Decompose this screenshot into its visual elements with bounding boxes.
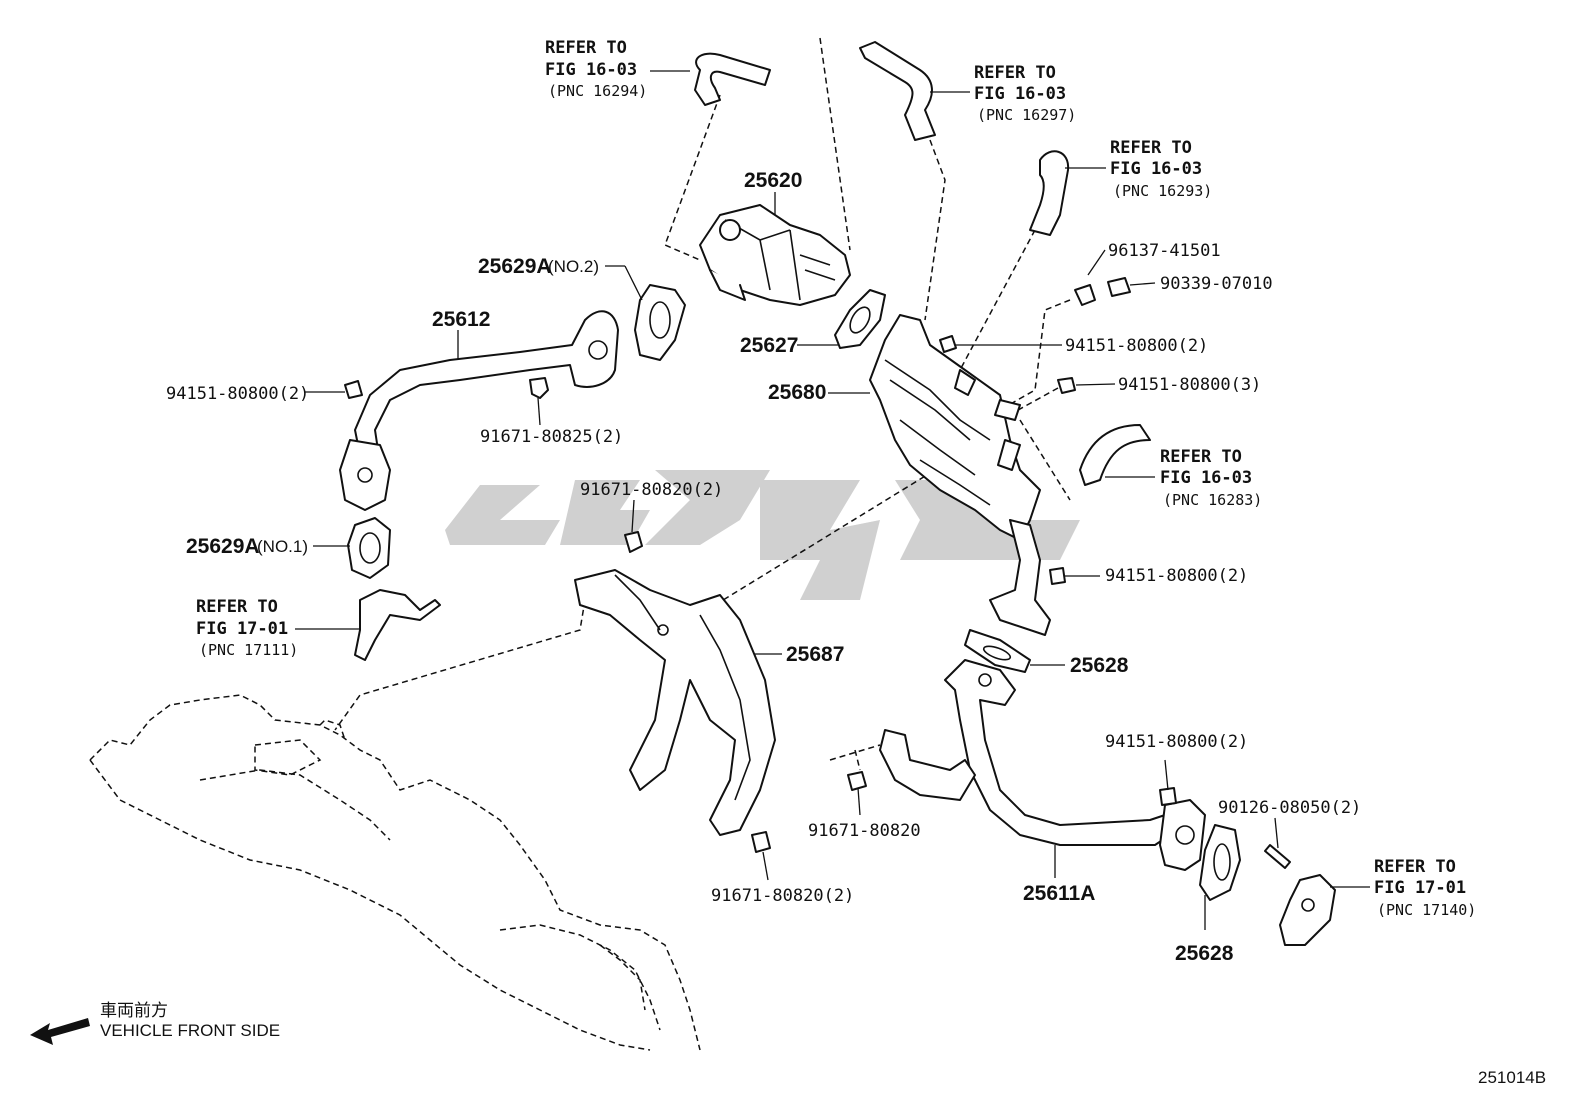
svg-text:FIG 17-01: FIG 17-01 [196, 619, 288, 639]
svg-text:FIG 16-03: FIG 16-03 [974, 84, 1066, 104]
vehicle-front-label-en: VEHICLE FRONT SIDE [100, 1021, 280, 1040]
flange-17140 [1279, 874, 1336, 946]
fastener-label-91671-80820-b: 91671-80820 [808, 821, 921, 841]
hose-16294 [694, 52, 771, 106]
svg-text:(PNC 17111): (PNC 17111) [199, 641, 298, 659]
egr-valve [699, 204, 851, 306]
fastener-label-91671-80820-a: 91671-80820(2) [580, 480, 723, 500]
part-label-25687: 25687 [786, 643, 844, 666]
gasket-25629a-no2 [634, 284, 686, 361]
cooler-outlet-pipe [989, 519, 1051, 636]
flange-17111 [354, 589, 441, 661]
reference-16294: REFER TO FIG 16-03 (PNC 16294) [545, 38, 647, 100]
egr-pipe-25611a [944, 659, 1206, 871]
part-label-25629a-no1-note: (NO.1) [257, 537, 308, 556]
svg-text:FIG 16-03: FIG 16-03 [1160, 468, 1252, 488]
gasket-25629a-no1 [347, 517, 391, 579]
leader-lines [295, 70, 1370, 930]
stud-90126 [1264, 844, 1291, 869]
reference-17140: REFER TO FIG 17-01 (PNC 17140) [1374, 857, 1476, 919]
part-label-25629a-no1: 25629A [186, 535, 260, 558]
bracket-25687 [574, 569, 776, 836]
catalog-code: 251014B [1478, 1068, 1546, 1087]
svg-text:REFER TO: REFER TO [196, 597, 278, 617]
bolt-91671-80825 [529, 377, 549, 399]
svg-text:(PNC 16294): (PNC 16294) [548, 82, 647, 100]
fastener-label-94151-e: 94151-80800(2) [1105, 732, 1248, 752]
part-label-25629a-no2: 25629A [478, 255, 552, 278]
svg-text:FIG 17-01: FIG 17-01 [1374, 878, 1466, 898]
svg-text:REFER TO: REFER TO [1110, 138, 1192, 158]
engine-block-outline [89, 694, 701, 1051]
egr-cooler [869, 314, 1041, 541]
hose-16297 [859, 41, 936, 141]
fastener-label-91671-80820-c: 91671-80820(2) [711, 886, 854, 906]
vehicle-front-label-jp: 車両前方 [100, 1001, 168, 1020]
reference-16283: REFER TO FIG 16-03 (PNC 16283) [1160, 447, 1262, 509]
reference-16293: REFER TO FIG 16-03 (PNC 16293) [1110, 138, 1212, 200]
clip-96137 [1074, 284, 1096, 306]
svg-text:(PNC 16297): (PNC 16297) [977, 106, 1076, 124]
part-label-25612: 25612 [432, 308, 490, 331]
part-label-25628-bottom: 25628 [1175, 942, 1234, 965]
svg-text:FIG 16-03: FIG 16-03 [545, 60, 637, 80]
bolt-91671-80820-c [751, 831, 771, 853]
connector-lines [334, 37, 1071, 771]
hose-16293 [1029, 150, 1070, 236]
part-label-25629a-no2-note: (NO.2) [548, 257, 599, 276]
svg-text:REFER TO: REFER TO [1374, 857, 1456, 877]
reference-16297: REFER TO FIG 16-03 (PNC 16297) [974, 63, 1076, 124]
fastener-label-94151-c: 94151-80800(3) [1118, 375, 1261, 395]
fastener-label-94151-d: 94151-80800(2) [1105, 566, 1248, 586]
hose-16283 [1079, 424, 1151, 486]
fasteners [344, 277, 1177, 853]
fastener-label-91671-80825: 91671-80825(2) [480, 427, 623, 447]
reference-17111: REFER TO FIG 17-01 (PNC 17111) [196, 597, 298, 659]
nut-94151-d [1049, 567, 1066, 585]
svg-text:(PNC 16293): (PNC 16293) [1113, 182, 1212, 200]
fastener-label-90339: 90339-07010 [1160, 274, 1273, 294]
left-arrow-icon [30, 1018, 90, 1045]
fastener-label-90126: 90126-08050(2) [1218, 798, 1361, 818]
part-label-25680: 25680 [768, 381, 826, 404]
nut-94151-e [1159, 787, 1177, 806]
bolt-91671-80820-a [624, 531, 643, 553]
egr-pipe-25612 [339, 310, 619, 511]
fastener-label-96137: 96137-41501 [1108, 241, 1221, 261]
part-number-labels: 25620 25629A (NO.2) 25612 25627 25680 25… [186, 169, 1234, 965]
svg-text:(PNC 17140): (PNC 17140) [1377, 901, 1476, 919]
pipe-bracket [879, 729, 976, 801]
plug-90339 [1107, 277, 1131, 297]
gasket-25628-bottom [1199, 824, 1241, 901]
svg-text:FIG 16-03: FIG 16-03 [1110, 159, 1202, 179]
svg-text:REFER TO: REFER TO [974, 63, 1056, 83]
svg-text:(PNC 16283): (PNC 16283) [1163, 491, 1262, 509]
fastener-label-94151-a: 94151-80800(2) [166, 384, 309, 404]
part-label-25620: 25620 [744, 169, 802, 192]
nut-94151-c [1057, 377, 1076, 394]
svg-text:REFER TO: REFER TO [1160, 447, 1242, 467]
part-label-25628-top: 25628 [1070, 654, 1129, 677]
svg-text:REFER TO: REFER TO [545, 38, 627, 58]
part-label-25611a: 25611A [1023, 882, 1095, 905]
vehicle-front-indicator: 車両前方 VEHICLE FRONT SIDE [30, 1001, 280, 1045]
bolt-91671-80820-b [847, 771, 867, 791]
nut-94151-b [939, 335, 957, 353]
nut-94151-a [344, 380, 363, 399]
fastener-labels: 96137-41501 90339-07010 94151-80800(2) 9… [166, 241, 1361, 906]
part-label-25627: 25627 [740, 334, 798, 357]
gasket-25628-top [964, 629, 1031, 673]
reference-callouts: REFER TO FIG 16-03 (PNC 16294) REFER TO … [196, 38, 1476, 919]
fastener-label-94151-b: 94151-80800(2) [1065, 336, 1208, 356]
gasket-25627 [834, 289, 886, 349]
